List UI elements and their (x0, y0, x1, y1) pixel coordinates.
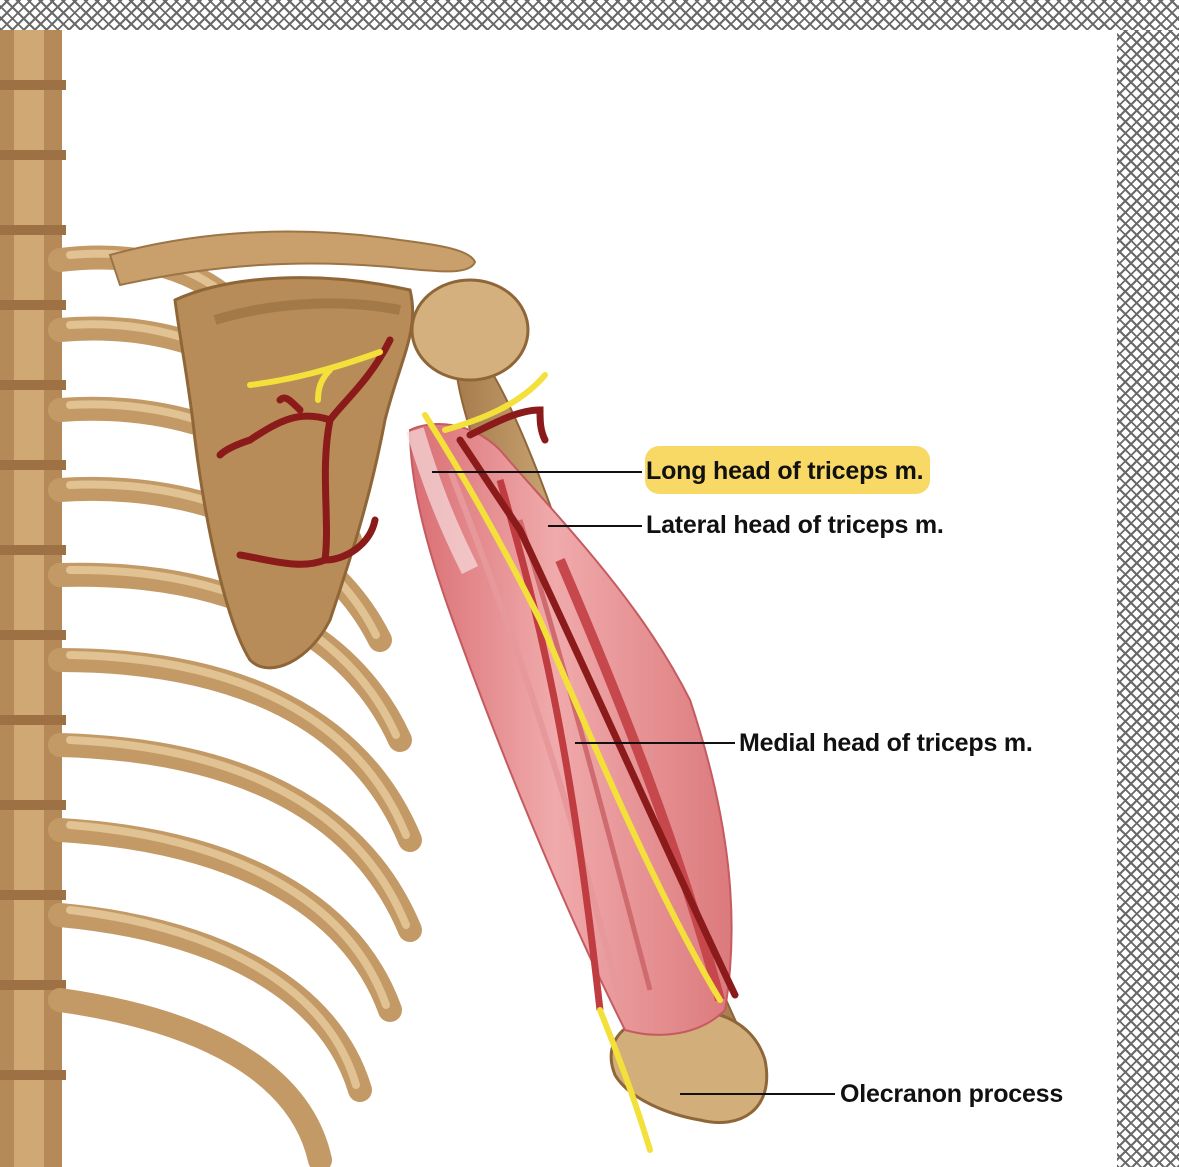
scapula (173, 276, 415, 670)
nerve-paths (247, 349, 723, 1153)
label-lateral-head: Lateral head of triceps m. (646, 511, 944, 539)
decorative-zigzag-border-right (1117, 30, 1179, 1167)
artery-paths (216, 336, 739, 999)
humeral-head (410, 278, 530, 382)
leader-lines (432, 471, 835, 1095)
clavicle (108, 230, 477, 287)
label-highlight (645, 446, 930, 494)
label-long-head: Long head of triceps m. (646, 457, 924, 485)
vertebral-column (0, 30, 66, 1167)
triceps-muscle (406, 423, 733, 1036)
label-medial-head: Medial head of triceps m. (739, 729, 1033, 757)
scapular-spine (213, 298, 401, 325)
decorative-zigzag-border-top (0, 0, 1179, 30)
label-olecranon-process: Olecranon process (840, 1080, 1064, 1108)
